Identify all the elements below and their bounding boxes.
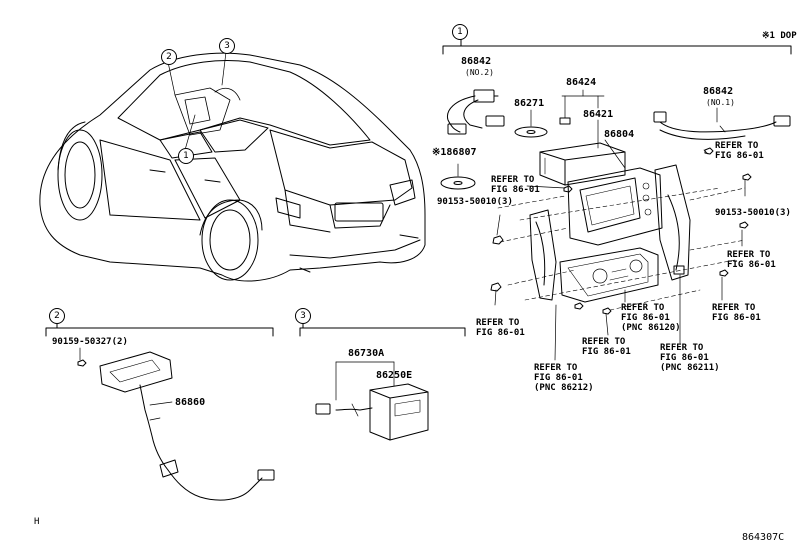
side-brackets [529,164,691,301]
part-86860: 86860 [175,397,206,408]
refer-to-9: REFER TO FIG 86-01 (PNC 86212) [534,363,594,393]
group2-bracket [45,321,274,337]
bolt-left-90153: 90153-50010(3) [437,197,513,207]
group3-bracket [299,321,466,337]
leaders-group1 [494,149,746,361]
nav-ecu [539,142,626,186]
callout-3-car: 3 [219,38,235,54]
refer-to-7: REFER TO FIG 86-01 [582,337,631,357]
bolts-group1 [490,147,752,315]
footer-mark: H [34,517,40,527]
cable-86842-no2 [446,89,505,135]
refer-to-1: REFER TO FIG 86-01 [491,175,540,195]
option-note: ※1 DOP [762,31,797,41]
callout-2-group: 2 [49,308,65,324]
callout-2-car: 2 [161,49,177,65]
part-86842-right-note: (NO.1) [706,98,735,107]
refer-to-6: REFER TO FIG 86-01 [712,303,761,323]
audio-panel [559,247,659,303]
part-86424: 86424 [566,77,597,88]
refer-to-3: REFER TO FIG 86-01 [727,250,776,270]
figure-code: 864307C [742,532,785,543]
bolt-90159: 90159-50327(2) [52,337,128,347]
disc-86271 [514,109,548,138]
disc-86807 [440,163,476,190]
callout-1-car: 1 [178,148,194,164]
part-86842-right: 86842 [703,86,734,97]
part-86271: 86271 [514,98,545,109]
part-86730a: 86730A [348,348,385,359]
refer-to-8: REFER TO FIG 86-01 (PNC 86211) [660,343,720,373]
part-86250e: 86250E [376,370,413,381]
callout-1-group: 1 [452,24,468,40]
display-unit-86804 [567,139,663,246]
assembly-lines [497,187,746,311]
group1-bracket [442,37,792,55]
part-86421: 86421 [583,109,614,120]
car-illustration [39,51,426,282]
harness-86860 [77,347,275,501]
bolt-right-90153: 90153-50010(3) [715,208,791,218]
part-86804: 86804 [604,129,635,140]
refer-to-5: REFER TO FIG 86-01 (PNC 86120) [621,303,681,333]
callout-3-group: 3 [295,308,311,324]
part-86842-left: 86842 [461,56,492,67]
part-86807: ※186807 [432,147,477,158]
cable-86842-no1 [653,107,791,140]
unit-86250e [315,361,429,441]
refer-to-4: REFER TO FIG 86-01 [476,318,525,338]
refer-to-2: REFER TO FIG 86-01 [715,141,764,161]
part-86842-left-note: (NO.2) [465,68,494,77]
